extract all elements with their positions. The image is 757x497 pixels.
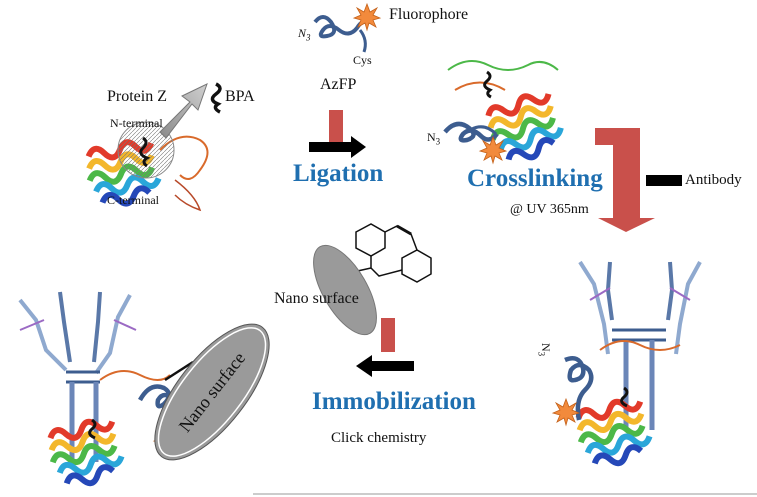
ligation-step-label: Ligation: [293, 160, 384, 187]
crosslinked-protein-structure: [443, 60, 567, 168]
c-terminal-label: C-terminal: [107, 193, 159, 207]
uv-label: @ UV 365nm: [510, 202, 589, 217]
n-terminal-label: N-terminal: [110, 116, 163, 130]
antibody-inhibit-symbol: [646, 175, 682, 186]
click-chemistry-label: Click chemistry: [331, 430, 427, 446]
immobilization-inhibit-symbol: [381, 318, 395, 352]
immobilization-step-label: Immobilization: [312, 388, 476, 415]
ligation-arrow: [309, 136, 366, 158]
cys-label: Cys: [353, 53, 372, 67]
complex-fluorophore-icon: [552, 398, 580, 426]
azide-label-complex: N3: [536, 343, 553, 357]
azfp-peptide: [313, 15, 371, 53]
azide-label-top: N3: [298, 26, 311, 43]
ligation-inhibit-symbol: [329, 110, 343, 142]
antibody-label: Antibody: [685, 172, 742, 188]
bpa-site-circle: [117, 121, 175, 179]
nano-surface-small: [313, 244, 377, 336]
antibody-complex-right: [564, 260, 702, 471]
bpa-label: BPA: [225, 88, 255, 105]
fluorophore-label: Fluorophore: [389, 6, 469, 23]
protein-z-structure: [83, 121, 209, 210]
dbco-molecule: [352, 223, 432, 283]
immobilization-arrow: [356, 355, 414, 377]
bpa-icon: [210, 82, 222, 114]
antibody-complex-left: [18, 291, 194, 491]
azfp-label: AzFP: [320, 76, 357, 93]
crosslinking-arrow: [595, 128, 655, 232]
nano-surface-label: Nano surface: [274, 290, 359, 307]
nano-surface-large: Nano surface: [154, 323, 270, 461]
bpa-arrow: [159, 83, 208, 139]
protein-z-label: Protein Z: [107, 88, 167, 105]
azide-label-right: N3: [427, 130, 441, 147]
bpa-in-protein-icon: [139, 136, 151, 168]
crosslinking-step-label: Crosslinking: [467, 165, 603, 192]
